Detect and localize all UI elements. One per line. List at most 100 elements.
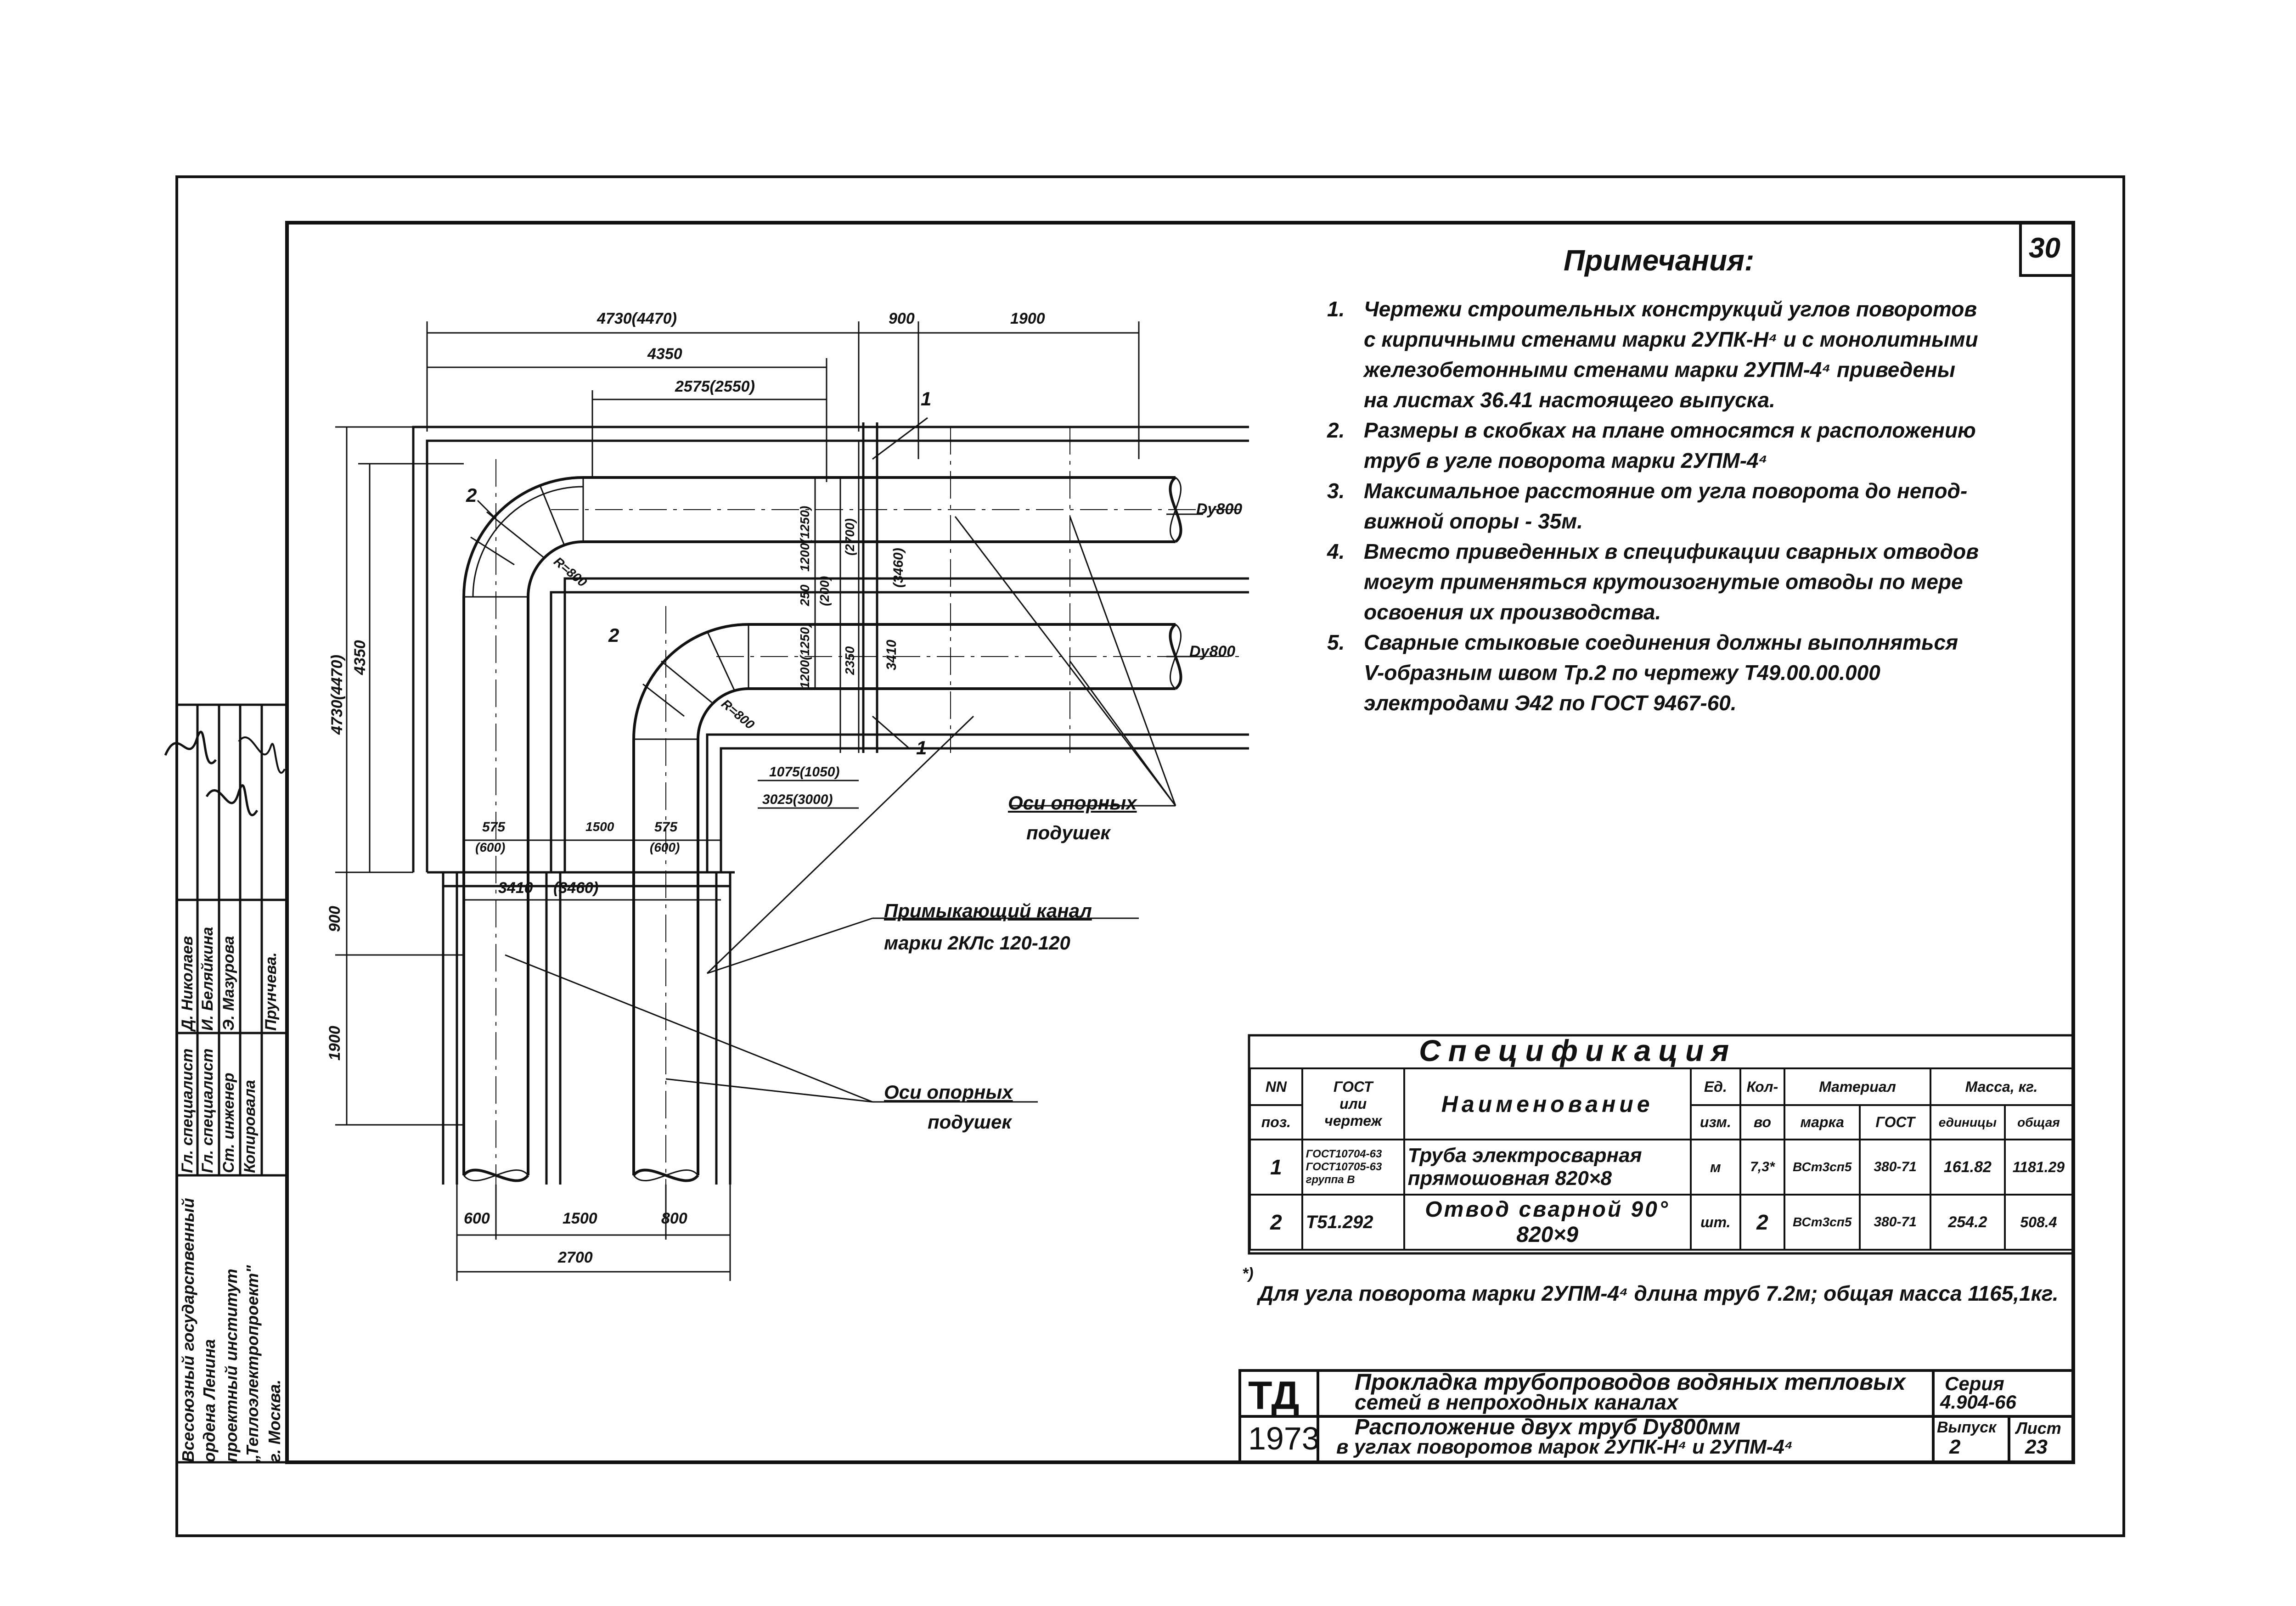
center-lines	[495, 427, 1240, 1203]
note-line: Максимальное расстояние от угла поворота…	[1364, 479, 1968, 503]
cell-name-line: Труба электросварная	[1407, 1144, 1642, 1167]
person-name: Д. Николаев	[179, 936, 196, 1031]
dim-r200: (200)	[817, 576, 832, 606]
elbow-segments	[464, 477, 749, 740]
dim-top-4730: 4730(4470)	[597, 310, 677, 327]
dimension-lines	[335, 321, 1140, 1281]
note-line: на листах 36.41 настоящего выпуска.	[1364, 388, 1775, 412]
section-mark-1-top: 1	[921, 388, 932, 410]
dim-3460b: (3460)	[553, 879, 599, 897]
dim-bottom-600: 600	[464, 1210, 490, 1227]
callout-support-axes-bottom-2: подушек	[928, 1111, 1012, 1133]
gost-header-line: чертеж	[1324, 1112, 1382, 1129]
table-row: 1 ГОСТ10704-63 ГОСТ10705-63 группа В Тру…	[1249, 1139, 2074, 1196]
dim-bottom-800: 800	[661, 1210, 687, 1227]
sheet-value: 23	[2025, 1436, 2048, 1458]
dim-r2350: 2350	[843, 646, 857, 675]
col-header-mass: Масса, кг.	[1929, 1067, 2074, 1106]
cell-gost-line: группа В	[1306, 1174, 1355, 1186]
cell-mgost: 380-71	[1859, 1194, 1931, 1251]
title-code: ТД	[1248, 1374, 1300, 1418]
sheet-label: Лист	[2016, 1419, 2061, 1438]
pipe-size-b: Dy800	[1189, 643, 1236, 660]
section-mark-1-bottom: 1	[916, 737, 927, 758]
dim-3410b: 3410	[498, 879, 533, 897]
title-block: ТД 1973 Прокладка трубопроводов водяных …	[1240, 1369, 2073, 1462]
dim-r3460: (3460)	[891, 548, 906, 588]
org-line: г. Москва.	[265, 1379, 284, 1462]
dim-575a: 575	[482, 820, 506, 835]
dim-top-2575: 2575(2550)	[675, 378, 755, 395]
note-line: Вместо приведенных в спецификации сварны…	[1364, 539, 1979, 563]
col-header-num: NN	[1249, 1067, 1303, 1106]
issue-label: Выпуск	[1937, 1419, 1997, 1436]
col-header-mass-unit: единицы	[1929, 1104, 2006, 1140]
cell-mgost: 380-71	[1859, 1139, 1931, 1196]
spec-frame	[1248, 1034, 2075, 1255]
dim-600b: (600)	[650, 840, 680, 854]
note-number: 2.	[1327, 418, 1345, 442]
title-block-grid	[1238, 1369, 2075, 1464]
note-item: 5. Сварные стыковые соединения должны вы…	[1327, 627, 2053, 718]
title-main-line1: Прокладка трубопроводов водяных тепловых	[1355, 1369, 1906, 1395]
cell-mass-total: 508.4	[2003, 1194, 2074, 1251]
org-line: проектный институт	[222, 1269, 241, 1462]
role-label: Копировала	[241, 1080, 259, 1173]
col-header-grade: марка	[1784, 1104, 1861, 1140]
dim-left-1900: 1900	[326, 1026, 343, 1061]
note-item: 3. Максимальное расстояние от угла повор…	[1327, 476, 2053, 536]
col-header-material: Материал	[1784, 1067, 1931, 1106]
cell-gost-line: ГОСТ10704-63	[1306, 1148, 1382, 1160]
cell-qty: 2	[1739, 1194, 1786, 1251]
col-header-mass-total: общая	[2003, 1104, 2074, 1140]
org-line: Всесоюзный государственный	[179, 1198, 197, 1462]
dim-left-900: 900	[326, 906, 343, 932]
cell-name: Отвод сварной 90° 820×9	[1403, 1194, 1692, 1251]
note-number: 3.	[1327, 479, 1345, 503]
dim-r3410: 3410	[884, 640, 899, 670]
note-number: 4.	[1327, 539, 1345, 563]
cell-pos: 1	[1249, 1139, 1303, 1196]
cell-name-line: прямошовная 820×8	[1407, 1167, 1612, 1190]
cell-gost-line: Т51.292	[1306, 1212, 1373, 1232]
dim-r1200a: 1200(1250)	[798, 505, 812, 572]
note-line: железобетонными стенами марки 2УПМ-4⁴ пр…	[1364, 358, 1956, 382]
note-number: 5.	[1327, 630, 1345, 654]
spec-table: NN ГОСТ или чертеж Наименование Ед. Кол-…	[1249, 1067, 2074, 1251]
pipe-size-a: Dy800	[1196, 500, 1243, 518]
series-label: Серия	[1945, 1373, 2004, 1394]
signature-scribbles	[164, 730, 286, 816]
note-line: освоения их производства.	[1364, 600, 1661, 624]
col-header-gost: ГОСТ или чертеж	[1301, 1067, 1405, 1140]
dim-r1200b: 1200(1250)	[798, 623, 812, 689]
cell-grade: ВСт3сп5	[1784, 1194, 1861, 1251]
dim-bottom-1500: 1500	[563, 1210, 597, 1227]
person-name: И. Беляйкина	[199, 927, 216, 1031]
side-names: Д. Николаев И. Беляйкина Э. Мазурова Пру…	[177, 900, 287, 1033]
cell-pos: 2	[1249, 1194, 1303, 1251]
note-line: Чертежи строительных конструкций углов п…	[1364, 297, 1977, 321]
cell-name: Труба электросварная прямошовная 820×8	[1403, 1139, 1692, 1196]
role-label: Гл. специалист	[199, 1048, 216, 1173]
dim-top-1900: 1900	[1010, 310, 1045, 327]
cell-mass-unit: 254.2	[1929, 1194, 2006, 1251]
callout-adjacent-channel: Примыкающий канал	[884, 900, 1092, 921]
position-2-inner: 2	[608, 624, 619, 646]
role-label: Ст. инженер	[220, 1073, 237, 1173]
note-line: V-образным швом Тр.2 по чертежу Т49.00.0…	[1364, 661, 1880, 685]
sheet-number-box	[2019, 221, 2075, 277]
col-header-qty2: во	[1739, 1104, 1786, 1140]
side-roles: Гл. специалист Гл. специалист Ст. инжене…	[177, 1033, 287, 1175]
table-row: 2 Т51.292 Отвод сварной 90° 820×9 шт. 2 …	[1249, 1194, 2074, 1251]
issue-value: 2	[1949, 1436, 1961, 1458]
dim-1500a: 1500	[585, 820, 614, 834]
dim-3025: 3025(3000)	[762, 792, 833, 807]
cell-qty: 7,3*	[1739, 1139, 1786, 1196]
note-line: Размеры в скобках на плане относятся к р…	[1364, 418, 1976, 442]
spec-title: Спецификация	[1419, 1033, 1737, 1067]
cell-unit: шт.	[1689, 1194, 1741, 1251]
gost-header-line: ГОСТ	[1333, 1078, 1373, 1095]
position-2-outer: 2	[466, 484, 477, 506]
callout-support-axes-bottom: Оси опорных	[884, 1081, 1013, 1103]
